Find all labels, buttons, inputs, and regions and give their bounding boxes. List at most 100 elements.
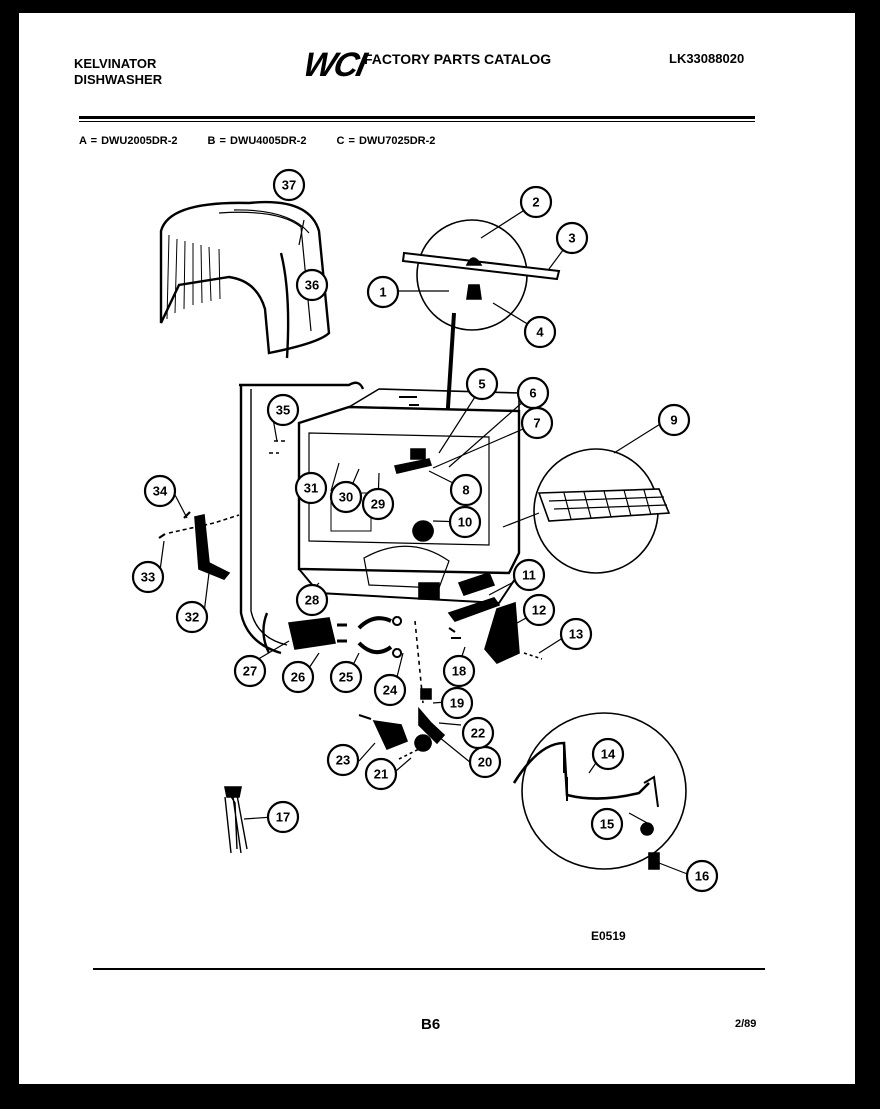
- callout-label: 12: [532, 603, 546, 618]
- callout-18: 18: [442, 654, 476, 688]
- callout-circle: [591, 737, 625, 771]
- callout-label: 27: [243, 664, 257, 679]
- callout-label: 3: [568, 231, 575, 246]
- callout-circle: [361, 487, 395, 521]
- callout-22: 22: [461, 716, 495, 750]
- callout-6: 6: [516, 376, 550, 410]
- model-c: C = DWU7025DR-2: [336, 135, 436, 147]
- catalog-number: LK33088020: [669, 51, 745, 66]
- callout-circle: [512, 558, 546, 592]
- part-drawings: [158, 201, 696, 878]
- callout-8: 8: [449, 473, 483, 507]
- callout-23: 23: [326, 743, 360, 777]
- callout-29: 29: [361, 487, 395, 521]
- callout-36: 36: [295, 268, 329, 302]
- callout-17: 17: [266, 800, 300, 834]
- callout-circle: [266, 800, 300, 834]
- callout-20: 20: [468, 745, 502, 779]
- model-legend: A = DWU2005DR-2 B = DWU4005DR-2 C = DWU7…: [79, 135, 461, 147]
- callout-label: 19: [450, 696, 464, 711]
- wiring-harness: [512, 712, 687, 870]
- callout-label: 31: [304, 481, 318, 496]
- callout-12: 12: [522, 593, 556, 627]
- callout-11: 11: [512, 558, 546, 592]
- callout-circle: [559, 617, 593, 651]
- callout-label: 34: [153, 484, 168, 499]
- callout-label: 15: [600, 817, 614, 832]
- callout-label: 24: [383, 683, 398, 698]
- callout-circle: [364, 757, 398, 791]
- callout-circle: [465, 367, 499, 401]
- callout-label: 18: [452, 664, 466, 679]
- callout-label: 35: [276, 403, 290, 418]
- callout-group: 1234567891011121314151617181920212223242…: [131, 168, 719, 893]
- callout-37: 37: [272, 168, 306, 202]
- callout-label: 8: [462, 483, 469, 498]
- callout-32: 32: [175, 600, 209, 634]
- callout-2: 2: [519, 185, 553, 219]
- illustration-code: E0519: [591, 929, 626, 943]
- callout-label: 37: [282, 178, 296, 193]
- callout-33: 33: [131, 560, 165, 594]
- page-number: B6: [421, 1016, 441, 1033]
- callout-circle: [329, 660, 363, 694]
- callout-circle: [442, 654, 476, 688]
- callout-circle: [329, 480, 363, 514]
- callout-circle: [685, 859, 719, 893]
- rack-detail: [502, 448, 671, 574]
- footer-rule: [93, 968, 765, 970]
- callout-label: 29: [371, 497, 385, 512]
- callout-label: 22: [471, 726, 485, 741]
- callout-circle: [520, 406, 554, 440]
- callout-circle: [366, 275, 400, 309]
- product-type: DISHWASHER: [74, 72, 163, 87]
- callout-label: 5: [478, 377, 485, 392]
- callout-circle: [373, 673, 407, 707]
- callout-27: 27: [233, 654, 267, 688]
- callout-label: 4: [536, 325, 544, 340]
- callout-circle: [294, 471, 328, 505]
- callout-label: 28: [305, 593, 319, 608]
- bracket-right: [447, 597, 543, 664]
- callout-label: 20: [478, 755, 492, 770]
- callout-circle: [522, 593, 556, 627]
- callout-3: 3: [555, 221, 589, 255]
- insulation-blanket: [159, 201, 331, 359]
- callout-24: 24: [373, 673, 407, 707]
- callout-circle: [440, 686, 474, 720]
- callout-label: 6: [529, 386, 536, 401]
- callout-circle: [272, 168, 306, 202]
- callout-circle: [519, 185, 553, 219]
- callout-label: 21: [374, 767, 388, 782]
- callout-9: 9: [657, 403, 691, 437]
- callout-circle: [295, 583, 329, 617]
- callout-circle: [326, 743, 360, 777]
- callout-circle: [175, 600, 209, 634]
- exploded-parts-diagram: 1234567891011121314151617181920212223242…: [131, 168, 719, 893]
- callout-circle: [233, 654, 267, 688]
- brand-block: KELVINATOR DISHWASHER: [74, 56, 162, 88]
- callout-35: 35: [266, 393, 300, 427]
- catalog-page: KELVINATOR DISHWASHER WCI FACTORY PARTS …: [19, 13, 855, 1084]
- callout-26: 26: [281, 660, 315, 694]
- callout-circle: [523, 315, 557, 349]
- callout-34: 34: [143, 474, 177, 508]
- callout-label: 32: [185, 610, 199, 625]
- callout-31: 31: [294, 471, 328, 505]
- callout-25: 25: [329, 660, 363, 694]
- callout-label: 14: [601, 747, 616, 762]
- callout-1: 1: [366, 275, 400, 309]
- callout-14: 14: [591, 737, 625, 771]
- callout-circle: [281, 660, 315, 694]
- callout-circle: [295, 268, 329, 302]
- callout-7: 7: [520, 406, 554, 440]
- bracket-left: [158, 511, 240, 580]
- catalog-title: FACTORY PARTS CATALOG: [364, 51, 552, 67]
- callout-circle: [461, 716, 495, 750]
- callout-label: 26: [291, 670, 305, 685]
- callout-circle: [555, 221, 589, 255]
- callout-circle: [448, 505, 482, 539]
- callout-28: 28: [295, 583, 329, 617]
- callout-4: 4: [523, 315, 557, 349]
- callout-16: 16: [685, 859, 719, 893]
